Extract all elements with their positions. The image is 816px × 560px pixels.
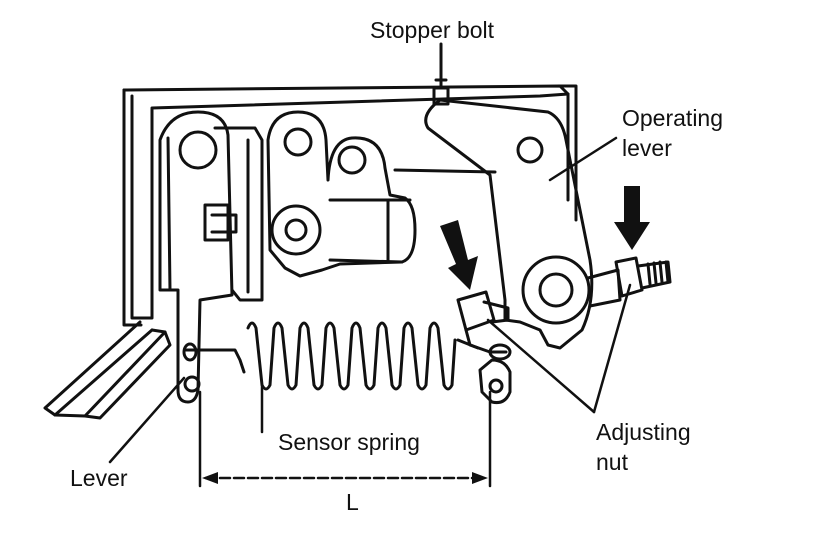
sensor-body [203,110,497,302]
label-lever: Lever [70,465,128,491]
leader-lines [108,136,632,464]
adjusting-bolt-right [586,256,672,308]
dimension-arrowhead-right [472,472,488,484]
stopper-bolt [432,42,450,106]
label-sensor-spring: Sensor spring [278,429,420,455]
label-adjusting-nut-line2: nut [596,449,629,475]
bracket-foot [43,320,172,420]
label-stopper-bolt: Stopper bolt [370,17,495,43]
label-dimension-L: L [346,489,359,515]
bracket-housing [122,84,578,327]
dimension-arrowhead-left [202,472,218,484]
label-adjusting-nut-line1: Adjusting [596,419,691,445]
lever [158,110,234,404]
push-arrow-left [440,220,478,290]
push-arrow-right [614,186,650,250]
dimension-L [198,390,492,488]
label-operating-lever-line2: lever [622,135,672,161]
operating-lever [424,98,594,350]
adjusting-nut-left [456,290,512,361]
sensor-spring [182,321,480,391]
label-operating-lever-line1: Operating [622,105,723,131]
spring-anchor [478,358,512,404]
